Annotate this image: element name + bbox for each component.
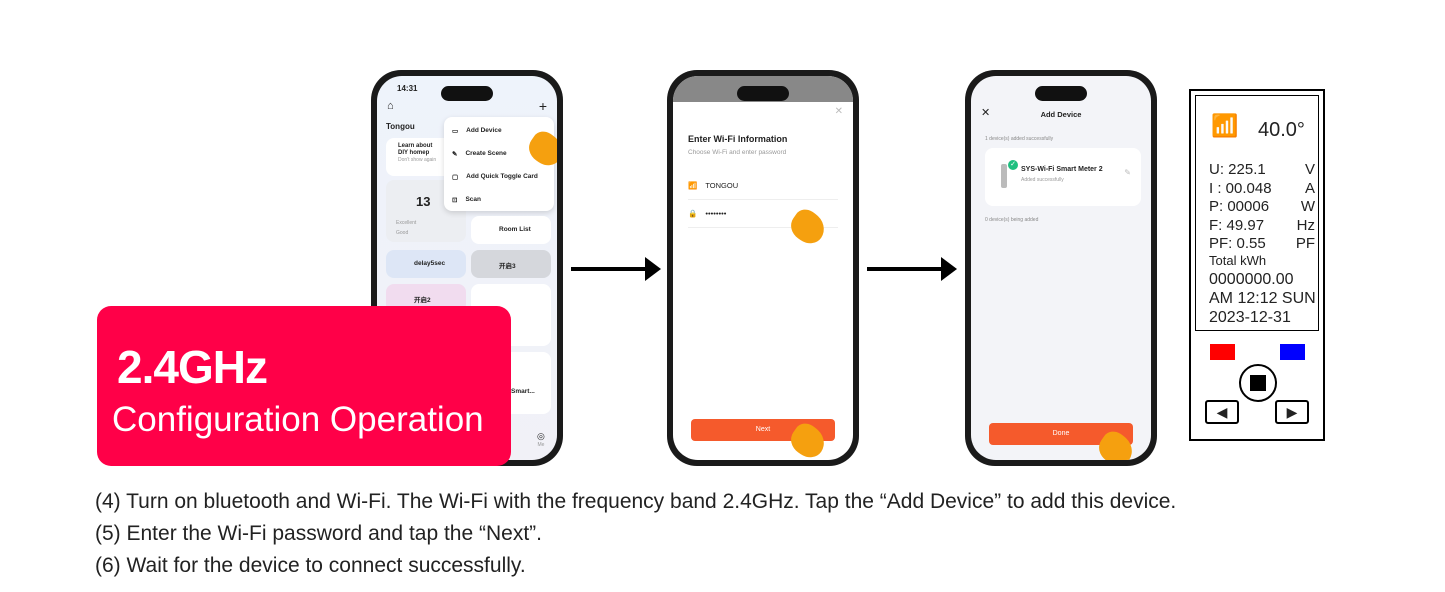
ssid-value: TONGOU (705, 181, 739, 190)
menu-add-toggle-card[interactable]: ▢ Add Quick Toggle Card (444, 165, 554, 188)
menu-create-scene[interactable]: ✎ Create Scene (444, 142, 554, 165)
menu-label: Scan (465, 196, 481, 203)
meter-row: I : 00.048 A (1191, 180, 1323, 199)
good-label: Good (396, 230, 409, 236)
red-indicator (1210, 344, 1235, 360)
blue-indicator (1280, 344, 1305, 360)
excellent-label: Excellent (396, 220, 417, 226)
device-name: SYS-Wi-Fi Smart Meter 2 (1021, 166, 1103, 173)
learn-sub: Don't show again (398, 157, 437, 163)
home-name: Tongou (386, 122, 415, 131)
ssid-field[interactable]: 📶 TONGOU (688, 172, 838, 200)
edit-icon[interactable]: ✎ (1124, 168, 1131, 177)
reading-unit: Hz (1296, 216, 1315, 234)
reading-unit: PF (1295, 235, 1315, 252)
reading-value: PF: 0.55 (1209, 235, 1266, 252)
adding-count: 0 device(s) being added (985, 217, 1039, 223)
scene-kaiqi3[interactable]: 开启3 (471, 250, 551, 278)
phone-add-device-screen: ✕ Add Device 1 device(s) added successfu… (965, 70, 1157, 466)
phone-wifi-screen: ✕ Enter Wi-Fi Information Choose Wi-Fi a… (667, 70, 859, 466)
wifi-icon: 📶 (688, 181, 698, 190)
smart-label: Smart... (511, 388, 535, 395)
room-list-label: Room List (499, 226, 531, 233)
meter-row: PF: 0.55 PF (1191, 235, 1323, 254)
lock-icon: 🔒 (688, 209, 698, 218)
menu-add-device[interactable]: ▭ Add Device (444, 119, 554, 142)
meter-row: U: 225.1 V (1191, 161, 1323, 180)
room-list-card[interactable]: Room List (471, 216, 551, 244)
close-icon[interactable]: ✕ (834, 106, 843, 117)
status-time: 14:31 (397, 84, 418, 93)
total-label: Total kWh (1209, 253, 1267, 268)
next-button-device[interactable]: ▶ (1275, 400, 1309, 424)
arrow-right-icon (867, 257, 957, 281)
reading-value: I : 00.048 (1209, 179, 1272, 197)
step-5: (5) Enter the Wi-Fi password and tap the… (95, 522, 542, 545)
wifi-icon: 📶 (1211, 113, 1239, 138)
create-scene-icon: ✎ (452, 150, 458, 158)
weather-card[interactable]: 13 Excellent Good (386, 180, 466, 242)
stop-icon (1250, 375, 1266, 391)
scene-label: delay5sec (414, 260, 446, 267)
wifi-subtitle: Choose Wi-Fi and enter password (688, 149, 787, 156)
reading-unit: A (1304, 179, 1315, 197)
scene-delay5sec[interactable]: delay5sec (386, 250, 466, 278)
reading-value: F: 49.97 (1209, 216, 1265, 234)
reading-value: U: 225.1 (1209, 161, 1266, 178)
add-device-icon: ▭ (452, 127, 459, 135)
arrow-right-icon (571, 257, 661, 281)
toggle-card-icon: ▢ (452, 173, 459, 181)
close-icon[interactable]: ✕ (981, 107, 991, 119)
scene-label: 开启2 (414, 297, 431, 304)
reading-unit: V (1304, 161, 1315, 178)
banner-freq: 2.4GHz (117, 341, 268, 393)
reading-value: P: 00006 (1209, 198, 1270, 215)
meter-row: P: 00006 W (1191, 198, 1323, 217)
wifi-title: Enter Wi-Fi Information (688, 134, 788, 144)
scene-label: 开启3 (499, 263, 516, 270)
prev-button[interactable]: ◀ (1205, 400, 1239, 424)
smart-meter-display: 📶 40.0° U: 225.1 V I : 00.048 A P: 00006 W F: … (1189, 89, 1325, 441)
meter-row: F: 49.97 Hz (1191, 217, 1323, 236)
add-icon[interactable]: + (538, 98, 547, 114)
password-field[interactable]: 🔒 •••••••• (688, 200, 838, 228)
menu-label: Add Quick Toggle Card (466, 173, 538, 180)
add-menu: ▭ Add Device ✎ Create Scene ▢ Add Quick Tog… (444, 117, 554, 211)
home-icon[interactable]: ⌂ (387, 100, 394, 112)
step-4: (4) Turn on bluetooth and Wi-Fi. The Wi-… (95, 490, 1177, 513)
menu-label: Add Device (466, 127, 502, 134)
device-row[interactable]: ✓ SYS-Wi-Fi Smart Meter 2 Added successf… (985, 148, 1141, 206)
added-count: 1 device(s) added successfully (985, 136, 1054, 142)
learn-title: Learn about DIY homep (398, 143, 433, 156)
step-6: (6) Wait for the device to connect succe… (95, 554, 526, 577)
meter-temp: 40.0° (1258, 119, 1305, 141)
total-value: 0000000.00 (1209, 271, 1294, 288)
banner-subtitle: Configuration Operation (112, 400, 484, 439)
me-label: Me (537, 442, 545, 448)
meter-clock: AM 12:12 SUN (1209, 290, 1316, 307)
meter-thumbnail (1001, 164, 1007, 188)
menu-scan[interactable]: ⊡ Scan (444, 188, 554, 211)
scan-icon: ⊡ (452, 196, 458, 204)
password-value: •••••••• (705, 209, 727, 218)
done-button[interactable]: Done (989, 423, 1133, 445)
check-icon: ✓ (1008, 160, 1018, 170)
device-status: Added successfully (1021, 177, 1064, 183)
stop-button[interactable] (1239, 364, 1277, 402)
me-tab[interactable]: ◎Me (537, 431, 545, 448)
config-banner: 2.4GHz Configuration Operation (97, 306, 511, 466)
meter-date: 2023-12-31 (1209, 309, 1291, 326)
weather-num: 13 (416, 194, 431, 209)
reading-unit: W (1300, 198, 1315, 215)
add-device-title: Add Device (1040, 110, 1082, 119)
menu-label: Create Scene (465, 150, 507, 157)
